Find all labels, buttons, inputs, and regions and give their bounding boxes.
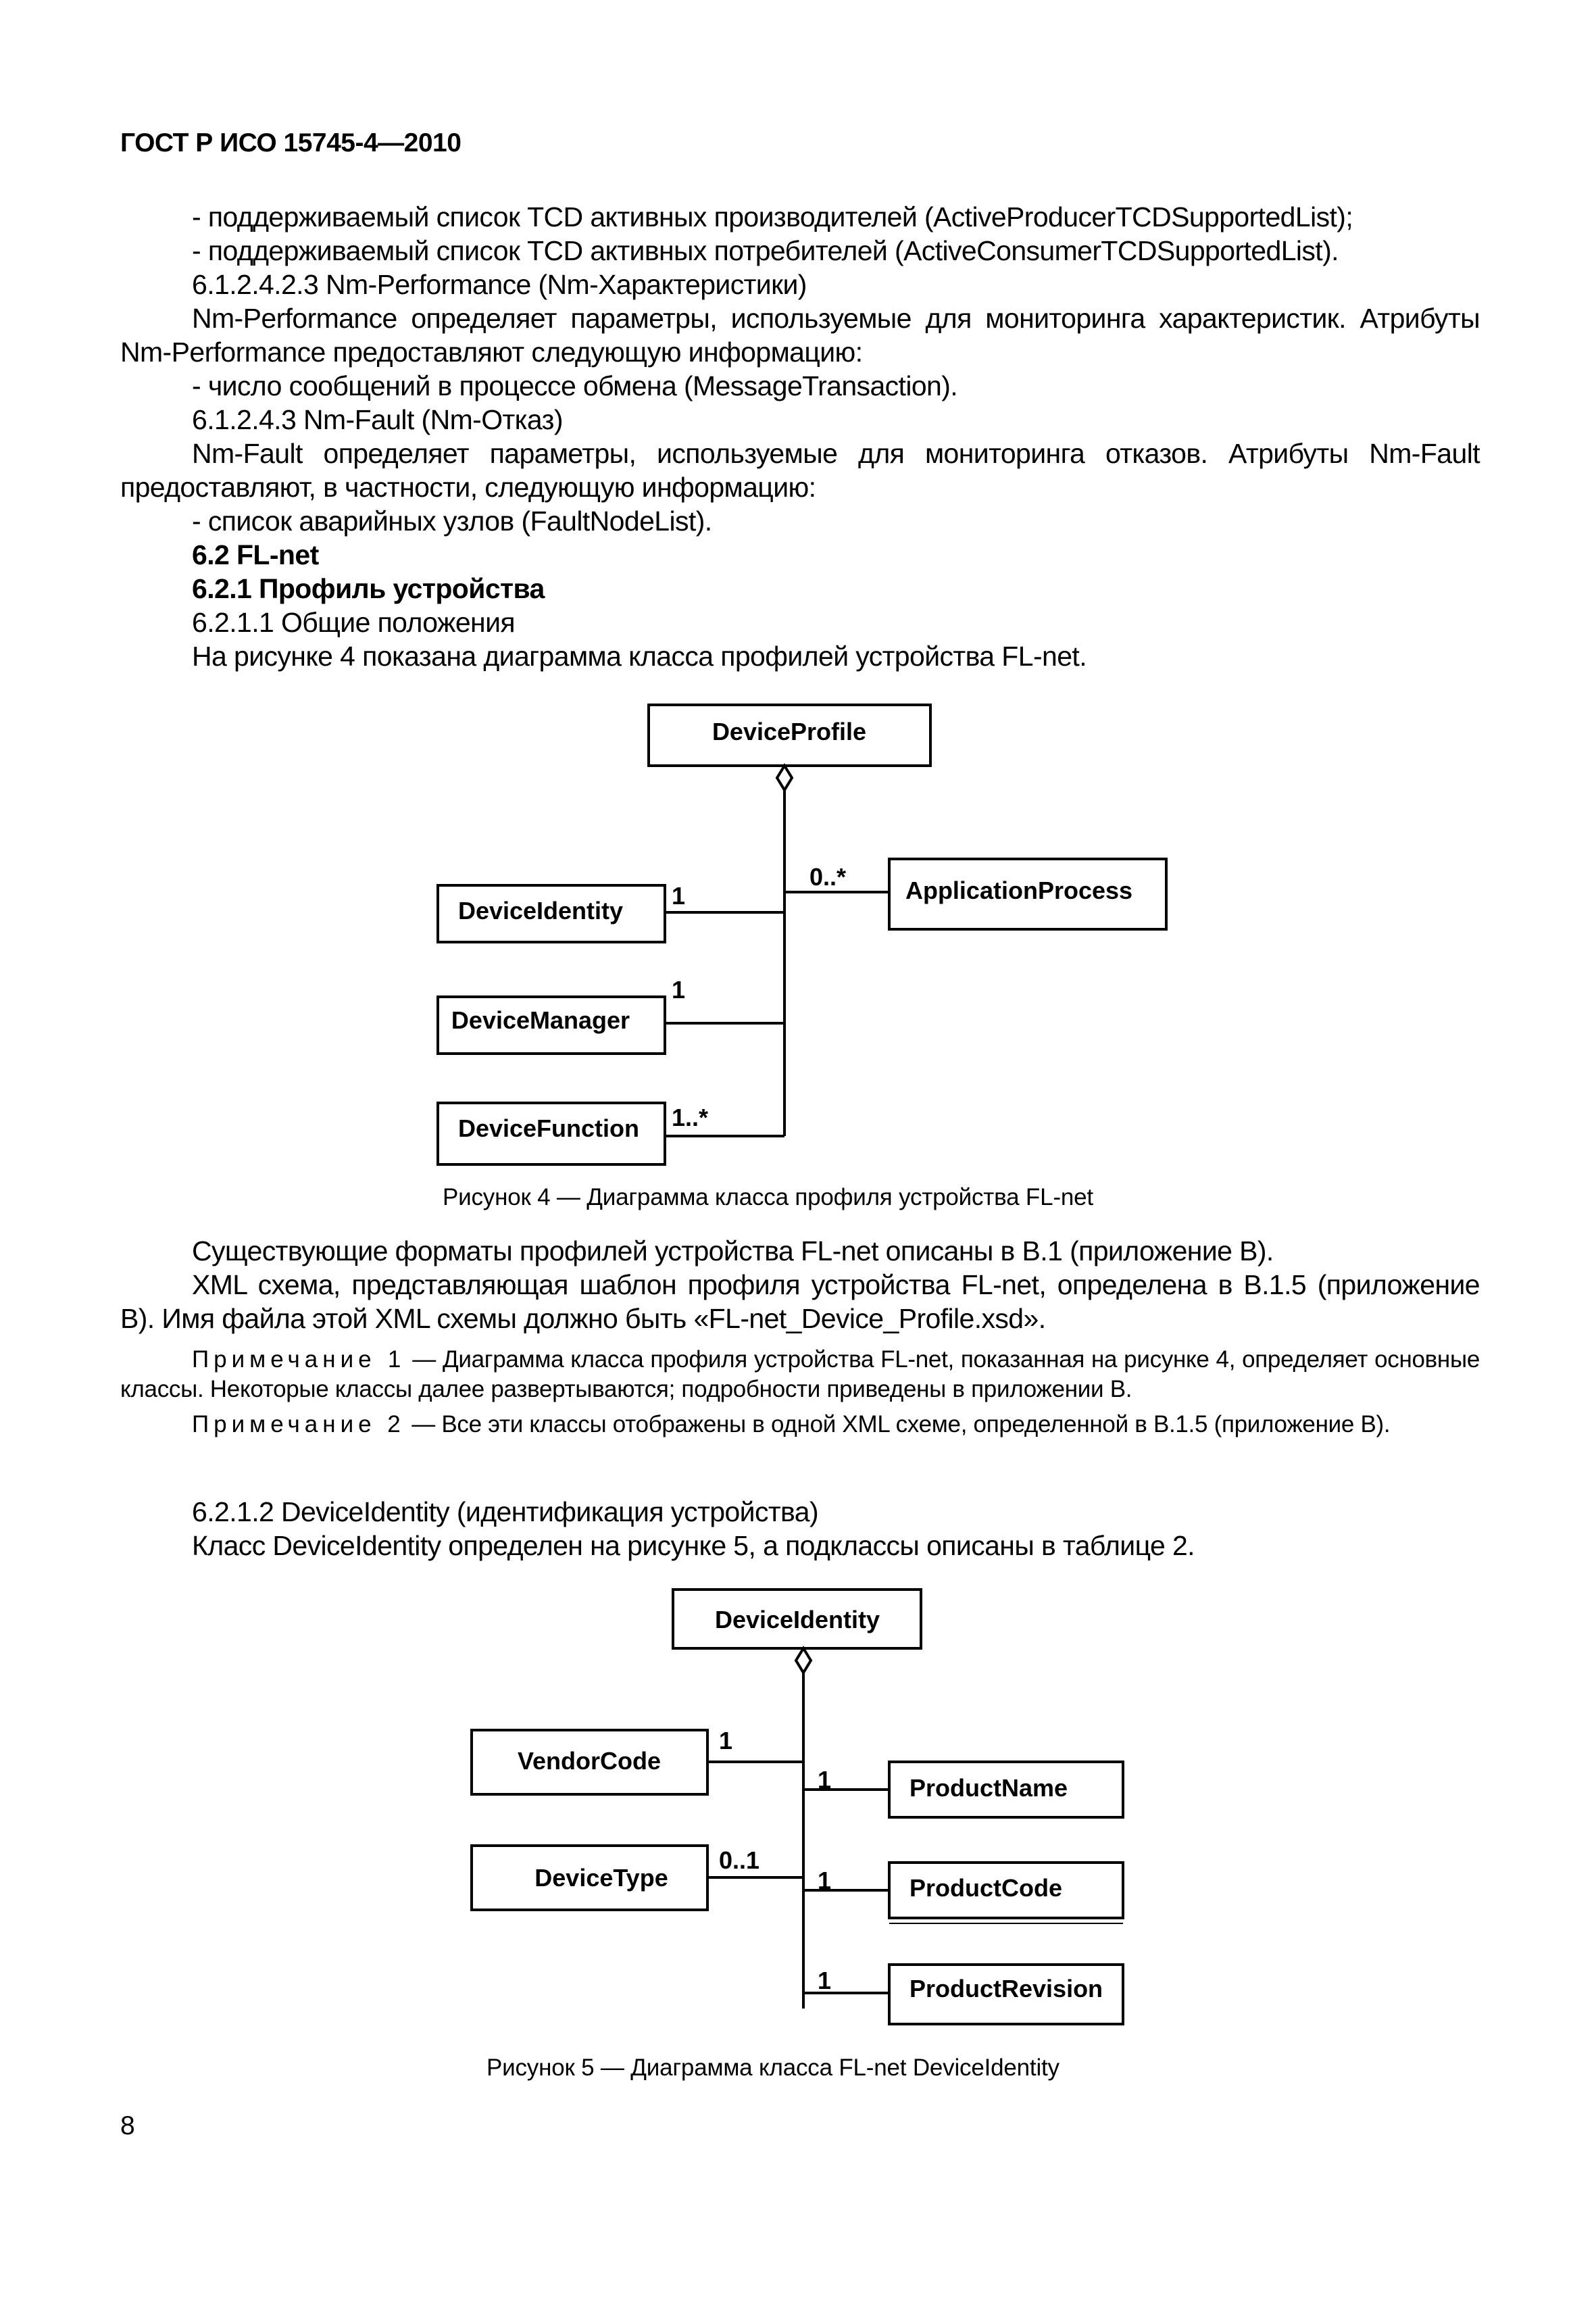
note-label: Примечание 1 <box>192 1346 406 1373</box>
class-name: DeviceIdentity <box>458 897 623 925</box>
body-text-lower: 6.2.1.2 DeviceIdentity (идентификация ус… <box>120 1495 1480 1562</box>
multiplicity-label: 1 <box>672 882 685 910</box>
class-name: DeviceFunction <box>458 1114 639 1142</box>
paragraph-formats: Существующие форматы профилей устройства… <box>192 1235 1274 1266</box>
multiplicity-label: 0..1 <box>719 1846 759 1874</box>
class-box-device-manager <box>437 995 666 1055</box>
subsection-heading: 6.1.2.4.2.3 Nm-Performance (Nm-Характери… <box>192 269 807 300</box>
figure-5-caption: Рисунок 5 — Диаграмма класса FL-net Devi… <box>487 2054 1059 2081</box>
class-name: ProductRevision <box>909 1975 1103 2002</box>
figure-4-caption: Рисунок 4 — Диаграмма класса профиля уст… <box>443 1184 1093 1210</box>
class-box-device-profile <box>647 704 932 767</box>
multiplicity-label: 1 <box>818 1967 831 1994</box>
list-item: - поддерживаемый список TCD активных про… <box>192 201 1353 232</box>
multiplicity-label: 1 <box>719 1727 732 1754</box>
note-label: Примечание 2 <box>192 1411 405 1437</box>
paragraph-fig4-intro: На рисунке 4 показана диаграмма класса п… <box>192 641 1087 672</box>
paragraph-fault: Nm-Fault определяет параметры, используе… <box>120 438 1480 503</box>
subsection-heading: 6.1.2.4.3 Nm-Fault (Nm-Отказ) <box>192 404 564 435</box>
list-item: - список аварийных узлов (FaultNodeList)… <box>192 506 712 537</box>
class-box-device-function <box>437 1102 666 1166</box>
note-1: Примечание 1 — Диаграмма класса профиля … <box>120 1345 1480 1404</box>
note-text: — Все эти классы отображены в одной XML … <box>412 1411 1391 1437</box>
multiplicity-label: 1 <box>818 1867 831 1894</box>
note-2: Примечание 2 — Все эти классы отображены… <box>120 1410 1480 1439</box>
section-heading: 6.2 FL-net <box>192 539 319 570</box>
multiplicity-label: 1 <box>818 1766 831 1794</box>
multiplicity-label: 0..* <box>809 863 846 891</box>
class-name: ProductCode <box>909 1874 1062 1902</box>
paragraph-xml: XML схема, представляющая шаблон профиля… <box>120 1269 1480 1334</box>
notes-block: Примечание 1 — Диаграмма класса профиля … <box>120 1345 1480 1439</box>
multiplicity-label: 1 <box>672 976 685 1004</box>
class-name: VendorCode <box>518 1747 661 1775</box>
list-item: - поддерживаемый список TCD активных пот… <box>192 235 1339 266</box>
multiplicity-label: 1..* <box>672 1104 708 1131</box>
class-box-device-identity <box>672 1588 922 1650</box>
note-text: — Диаграмма класса профиля устройства FL… <box>120 1346 1480 1402</box>
aggregation-diamond-icon <box>794 1646 813 1675</box>
subsection-heading: 6.2.1.1 Общие положения <box>192 607 516 638</box>
class-name: DeviceManager <box>451 1006 630 1034</box>
class-name: DeviceType <box>534 1864 668 1892</box>
subsection-heading: 6.2.1.2 DeviceIdentity (идентификация ус… <box>192 1496 819 1527</box>
paragraph-performance: Nm-Performance определяет параметры, исп… <box>120 303 1480 368</box>
page-number: 8 <box>120 2111 135 2140</box>
class-name: DeviceIdentity <box>715 1606 880 1633</box>
document-header: ГОСТ Р ИСО 15745-4—2010 <box>120 128 462 157</box>
section-heading: 6.2.1 Профиль устройства <box>192 573 545 604</box>
list-item: - число сообщений в процессе обмена (Mes… <box>192 370 958 401</box>
class-name: ApplicationProcess <box>905 877 1132 904</box>
class-box-application-process <box>888 858 1168 931</box>
class-name: ProductName <box>909 1774 1068 1802</box>
body-text-middle: Существующие форматы профилей устройства… <box>120 1234 1480 1335</box>
body-text-top: - поддерживаемый список TCD активных про… <box>120 200 1480 673</box>
class-name: DeviceProfile <box>712 718 866 745</box>
paragraph-identity: Класс DeviceIdentity определен на рисунк… <box>192 1530 1195 1561</box>
